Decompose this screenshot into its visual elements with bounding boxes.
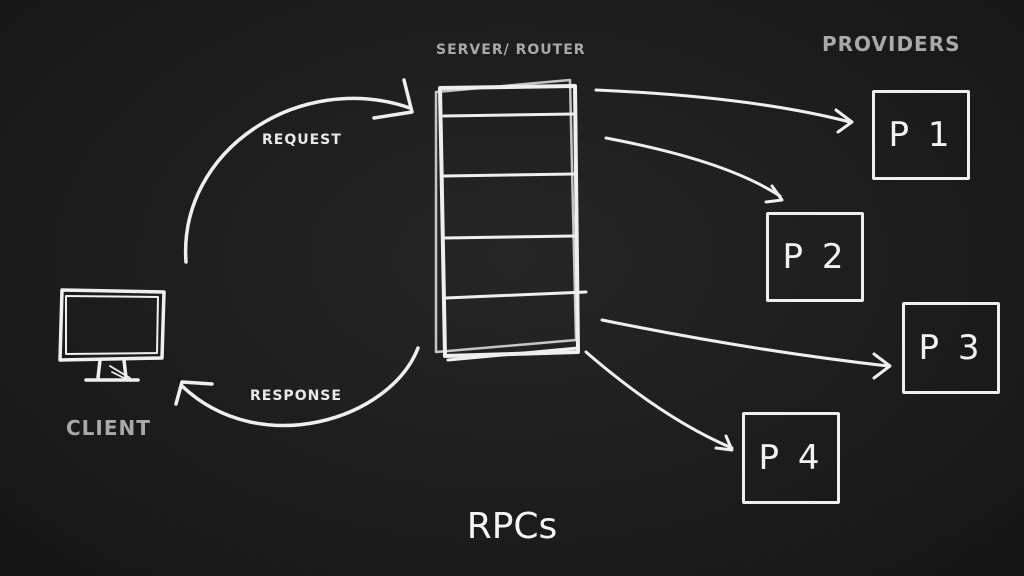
request-label: REQUEST xyxy=(262,132,342,148)
response-arrow xyxy=(174,346,420,428)
request-arrow xyxy=(184,78,414,264)
arrow-to-p4 xyxy=(584,350,734,452)
server-router-label: SERVER/ ROUTER xyxy=(436,42,586,58)
provider-box-p2: P 2 xyxy=(766,212,864,302)
provider-box-p4: P 4 xyxy=(742,412,840,504)
arrow-to-p2 xyxy=(604,136,784,204)
server-router-rack xyxy=(434,78,588,362)
client-label: CLIENT xyxy=(66,416,151,440)
response-label: RESPONSE xyxy=(250,388,342,404)
provider-box-p3: P 3 xyxy=(902,302,1000,394)
providers-label: PROVIDERS xyxy=(822,32,961,56)
provider-box-p1: P 1 xyxy=(872,90,970,180)
client-monitor-icon xyxy=(58,288,166,382)
slide-title: RPCs xyxy=(466,506,558,547)
arrow-to-p3 xyxy=(600,318,892,380)
arrow-to-p1 xyxy=(594,88,854,134)
